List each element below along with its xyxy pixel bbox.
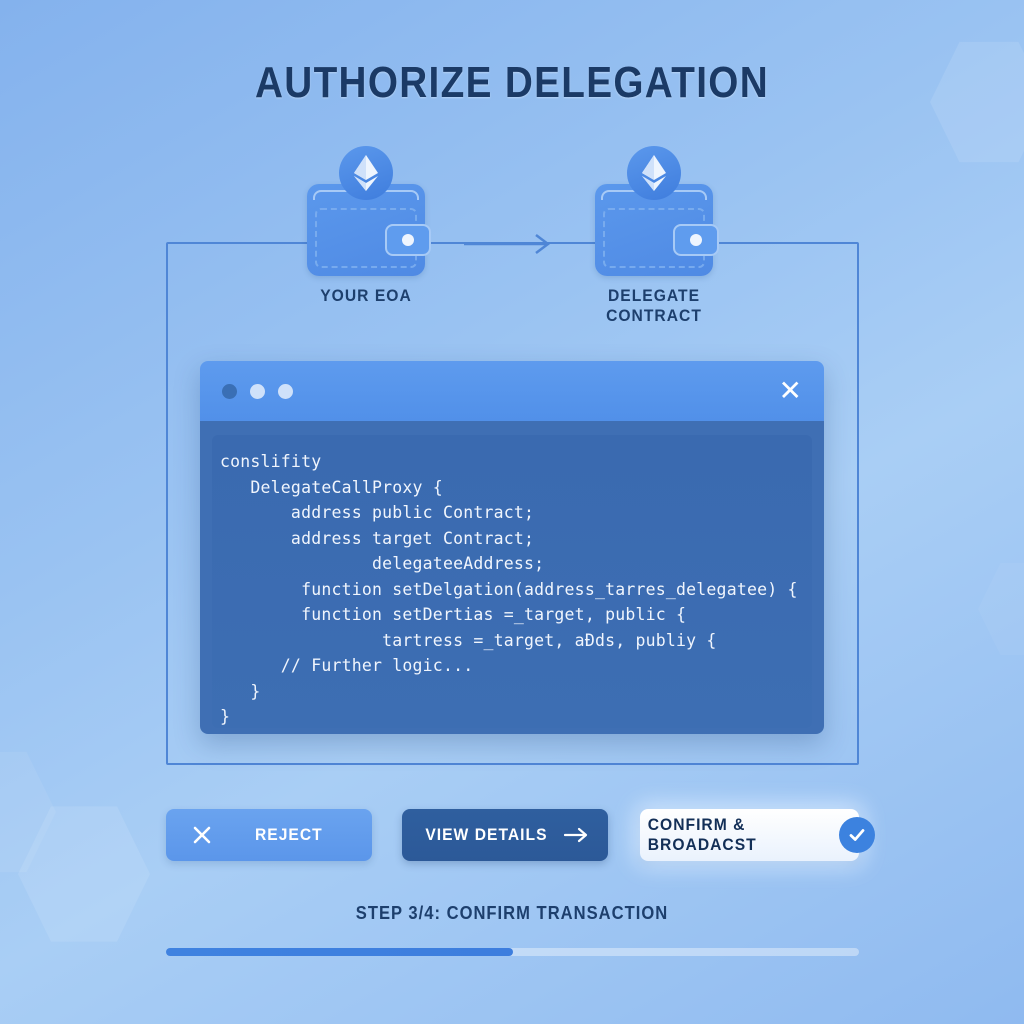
code-editor-surface: conslifity DelegateCallProxy { address p… — [212, 435, 812, 728]
close-x-icon — [192, 825, 212, 845]
diagram-node-delegate-contract: DELEGATE CONTRACT — [554, 146, 754, 326]
close-icon[interactable]: ✕ — [778, 375, 802, 406]
code-window-body: conslifity DelegateCallProxy { address p… — [200, 421, 824, 734]
wallet-clasp — [385, 224, 431, 256]
node-label-delegate-contract: DELEGATE CONTRACT — [606, 286, 702, 325]
hexagon-decoration-bottom-left-2 — [0, 751, 56, 873]
code-window: ✕ conslifity DelegateCallProxy { address… — [200, 361, 824, 734]
ethereum-icon — [339, 146, 393, 200]
progress-bar-fill — [166, 948, 513, 956]
arrow-right-icon — [464, 234, 551, 254]
check-circle-icon — [839, 817, 875, 853]
reject-button[interactable]: REJECT — [166, 809, 372, 861]
wallet-clasp — [673, 224, 719, 256]
page-title: AUTHORIZE DELEGATION — [255, 58, 769, 107]
window-dot-maximize[interactable] — [278, 383, 293, 399]
wallet-body — [595, 184, 719, 276]
ethereum-icon — [627, 146, 681, 200]
view-details-button[interactable]: VIEW DETAILS — [402, 809, 608, 861]
window-dot-close[interactable] — [222, 383, 237, 399]
diagram-node-your-eoa: YOUR EOA — [266, 146, 466, 306]
action-bar: REJECT VIEW DETAILS CONFIRM & BROADACST — [166, 809, 875, 861]
wallet-icon — [595, 146, 719, 276]
step-status-text: STEP 3/4: CONFIRM TRANSACTION — [355, 903, 669, 923]
confirm-broadcast-button[interactable]: CONFIRM & BROADACST — [640, 809, 875, 861]
confirm-broadcast-button-label: CONFIRM & BROADACST — [647, 815, 757, 854]
code-content: conslifity DelegateCallProxy { address p… — [220, 452, 798, 726]
window-dot-minimize[interactable] — [250, 383, 265, 399]
node-label-your-eoa: YOUR EOA — [320, 286, 412, 305]
arrow-right-icon — [564, 827, 590, 843]
code-window-titlebar: ✕ — [200, 361, 824, 421]
wallet-icon — [307, 146, 431, 276]
progress-bar-track — [166, 948, 859, 956]
wallet-body — [307, 184, 431, 276]
hexagon-decoration-bottom-left-1 — [18, 806, 150, 942]
reject-button-label: REJECT — [254, 825, 323, 844]
view-details-button-label: VIEW DETAILS — [424, 825, 548, 844]
hexagon-decoration-right-middle — [978, 562, 1024, 656]
